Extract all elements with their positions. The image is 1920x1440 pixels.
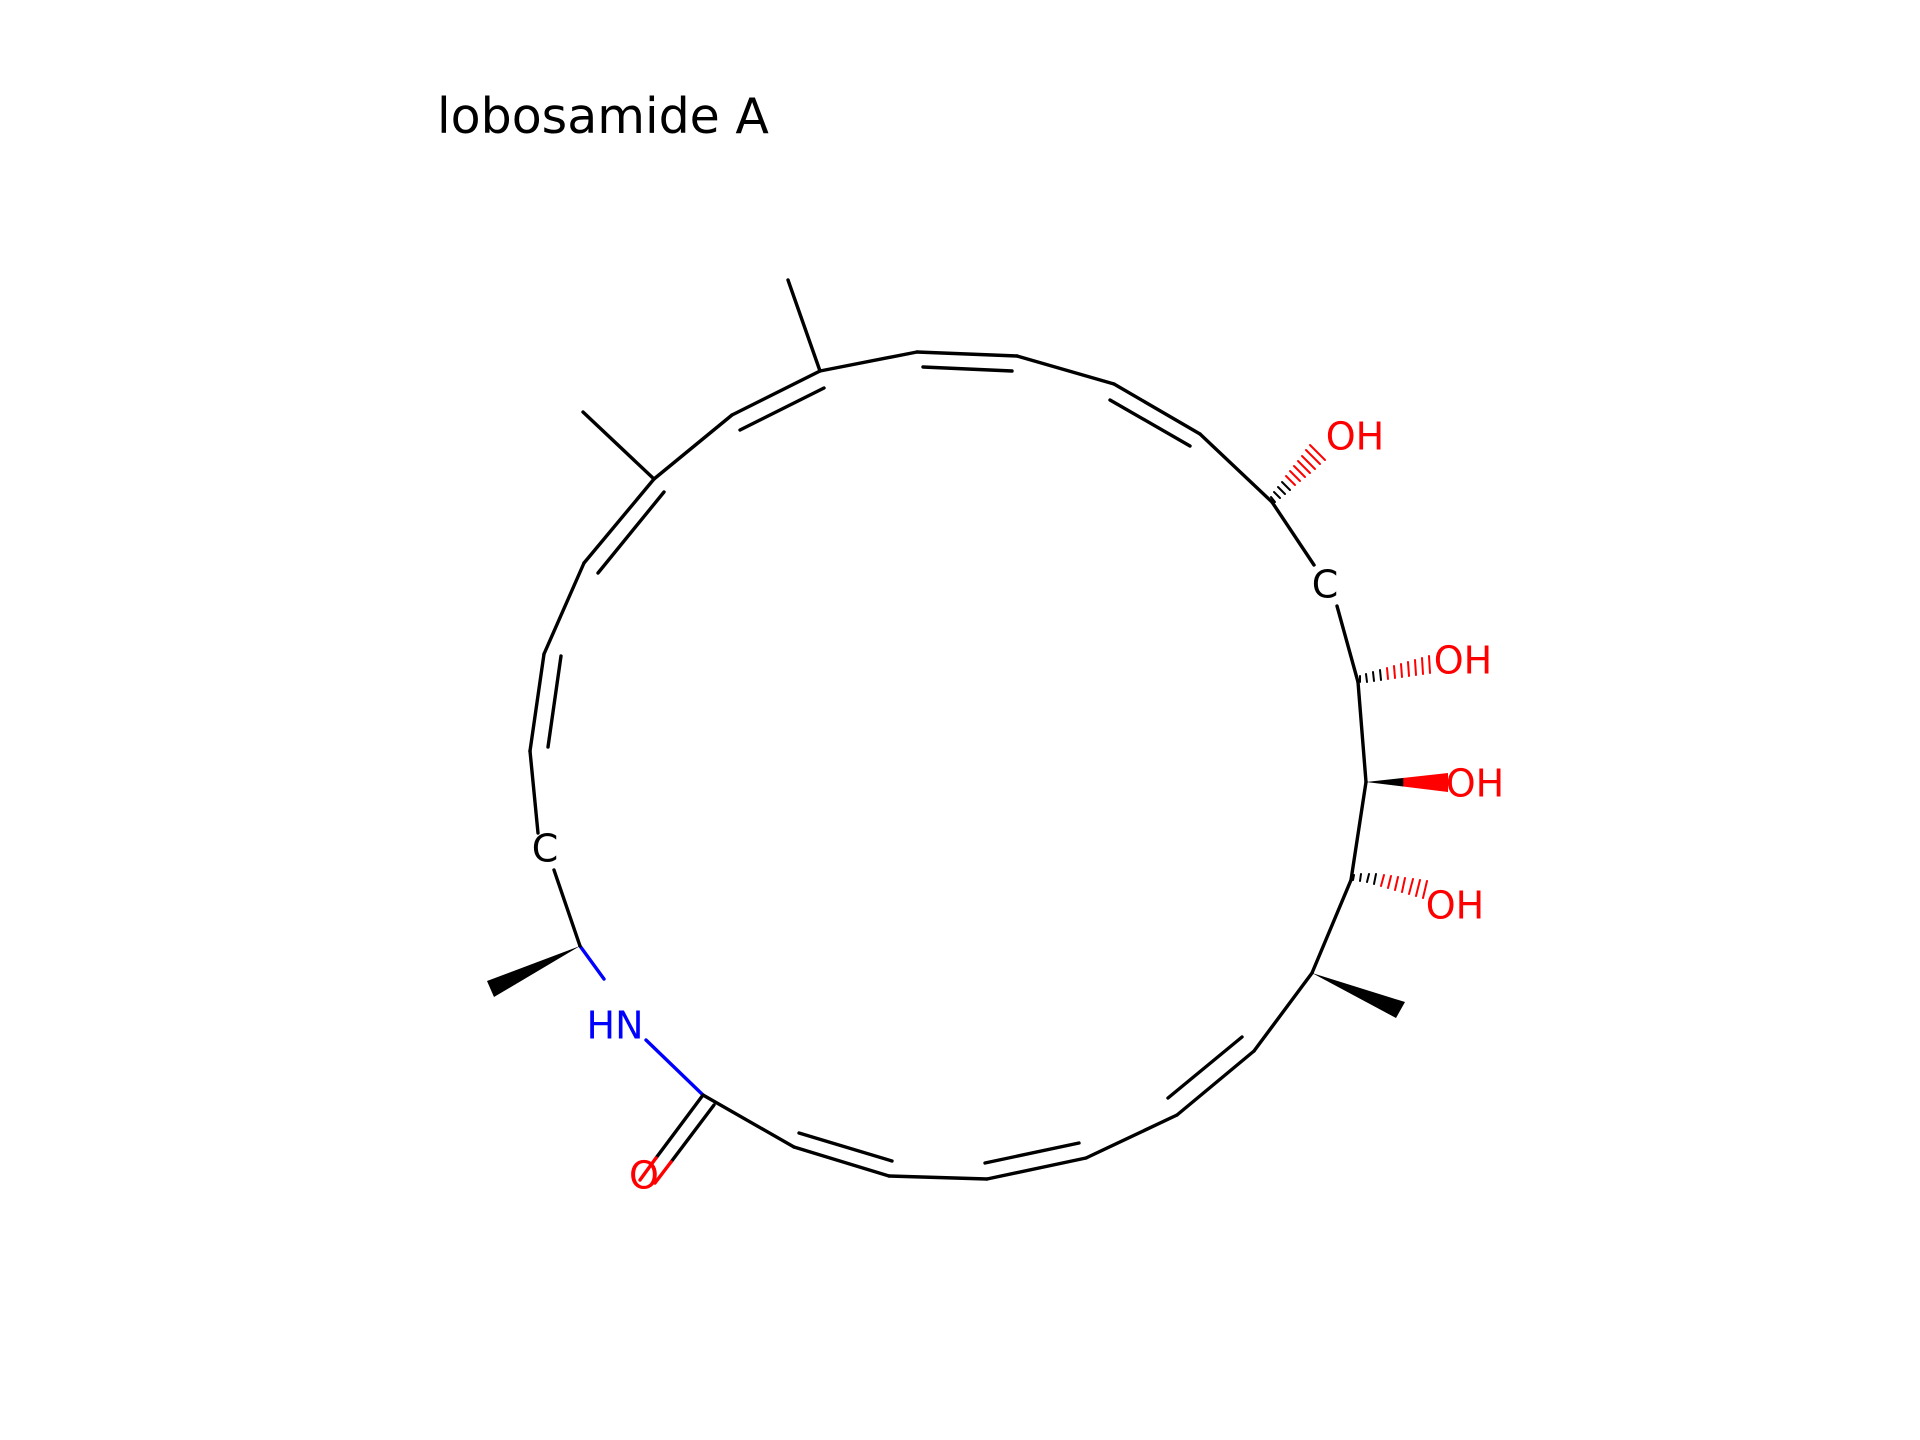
bond-7 <box>1335 604 1360 684</box>
atom-label-oh-1: OH <box>1326 415 1384 459</box>
bond-25 <box>652 413 734 481</box>
hashed-bond-oh2 <box>1359 655 1431 683</box>
bond-24 <box>582 477 656 565</box>
bond-9 <box>1349 780 1368 882</box>
bond-5 <box>1198 432 1274 504</box>
bond-22-double <box>546 654 563 749</box>
hashed-bond-oh4 <box>1352 873 1428 899</box>
bond-14-double <box>983 1141 1081 1165</box>
carbonyl-oxygen-segment <box>638 1156 658 1182</box>
bond-8 <box>1356 680 1368 784</box>
bond-19 <box>578 944 606 981</box>
carbonyl-bond-double <box>669 1103 716 1164</box>
bond-1 <box>818 350 919 373</box>
bond-22 <box>528 652 546 753</box>
methyl-left-top <box>581 410 656 481</box>
bond-6 <box>1270 500 1316 567</box>
bond-17 <box>701 1093 796 1149</box>
bond-26-double <box>738 386 826 432</box>
bond-16 <box>792 1145 891 1178</box>
bond-11 <box>1252 971 1314 1053</box>
atom-label-o: O <box>629 1154 659 1198</box>
bond-2-double <box>921 365 1014 373</box>
wedge-bond-right <box>1312 973 1405 1018</box>
bond-12-double <box>1166 1035 1244 1100</box>
wedge-bond-oh3 <box>1366 773 1448 792</box>
atom-label-c-1: C <box>1312 563 1339 607</box>
atom-label-oh-3: OH <box>1446 762 1504 806</box>
bond-26 <box>730 369 822 417</box>
bond-4-double <box>1108 398 1192 448</box>
bond-18 <box>644 1038 705 1097</box>
bond-21 <box>528 749 540 835</box>
wedge-bond-left <box>487 946 580 997</box>
hashed-bond-oh1 <box>1270 444 1326 503</box>
bond-13 <box>1084 1113 1179 1160</box>
bond-23 <box>542 561 586 656</box>
atom-label-c-2: C <box>532 827 559 871</box>
bond-24-double <box>596 490 666 575</box>
carbonyl-bond <box>654 1093 705 1160</box>
bond-2 <box>915 350 1019 358</box>
atom-label-oh-4: OH <box>1426 884 1484 928</box>
bond-12 <box>1175 1049 1256 1117</box>
methyl-top <box>786 278 822 373</box>
molecule-title: lobosamide A <box>437 88 769 145</box>
bond-3 <box>1015 354 1116 386</box>
atom-label-hn: HN <box>587 1004 644 1048</box>
atom-label-oh-2: OH <box>1434 639 1492 683</box>
bond-20 <box>552 868 582 948</box>
bond-4 <box>1112 382 1202 436</box>
bond-15 <box>887 1174 989 1181</box>
bond-14 <box>985 1156 1088 1181</box>
bond-16-double <box>797 1131 894 1163</box>
carbonyl-oxygen-segment-double <box>653 1160 673 1185</box>
bond-10 <box>1310 878 1353 975</box>
